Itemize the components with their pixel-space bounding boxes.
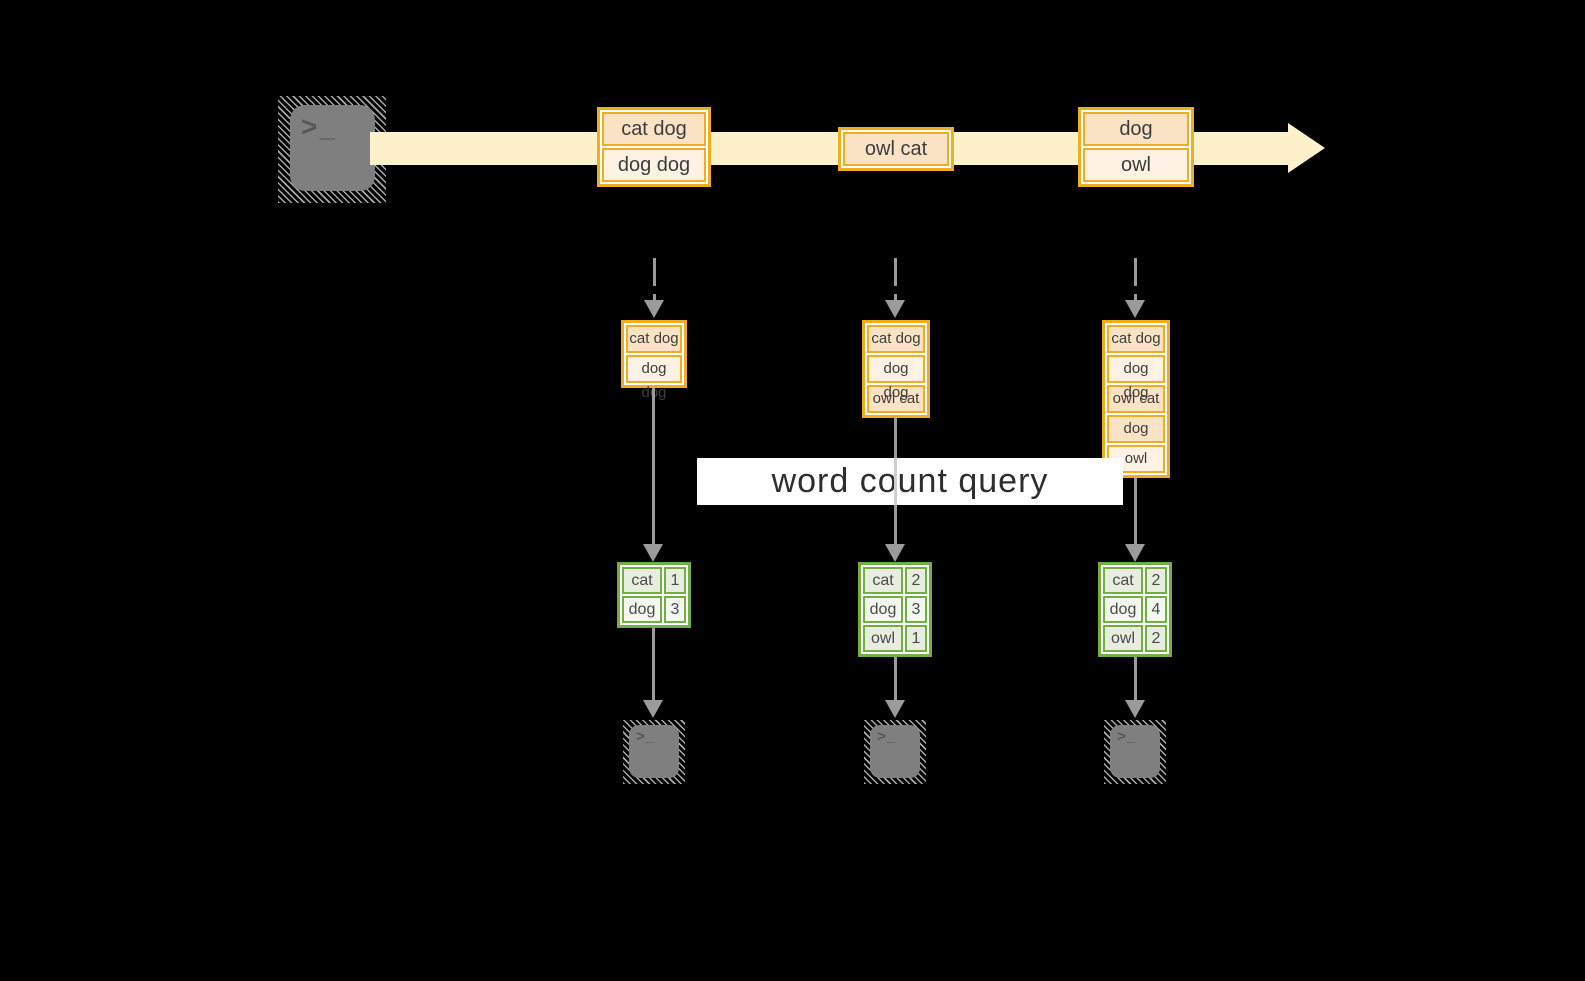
stream-event-word: owl cat [843,132,949,166]
ingest-arrow-dashed [894,258,897,300]
output-arrowhead-icon [643,700,663,718]
count-row: owl 1 [863,625,927,652]
terminal-prompt-icon: >_ [301,111,337,142]
batch-row: cat dog [867,325,925,353]
ingest-arrowhead-icon [1125,300,1145,318]
count-value-cell: 3 [905,596,927,623]
count-value-cell: 3 [664,596,686,623]
count-word-cell: owl [1103,625,1143,652]
count-value-cell: 2 [905,567,927,594]
count-value-cell: 1 [905,625,927,652]
terminal-prompt-icon: >_ [1117,728,1137,745]
stream-event-box-3: dog owl [1078,107,1194,187]
stream-event-box-1: cat dog dog dog [597,107,711,187]
count-word-cell: dog [622,596,662,623]
count-word-cell: owl [863,625,903,652]
query-arrowhead-icon [643,544,663,562]
query-arrow-line-overlay [894,458,897,505]
query-arrow-line [1134,478,1137,544]
stream-event-word: dog dog [602,148,706,182]
stream-event-word: owl [1083,148,1189,182]
output-arrowhead-icon [885,700,905,718]
ingest-arrow-dashed [1134,258,1137,300]
batch-row: owl cat [867,385,925,413]
count-value-cell: 4 [1145,596,1167,623]
count-row: dog 3 [863,596,927,623]
output-arrowhead-icon [1125,700,1145,718]
word-count-table-1: cat 1 dog 3 [617,562,691,628]
stream-timeline-arrowhead-icon [1288,123,1325,173]
batch-box-1: cat dog dog dog [621,320,687,401]
terminal-screen: >_ [870,725,920,778]
output-arrow-line [1134,657,1137,700]
word-count-table-3: cat 2 dog 4 owl 2 [1098,562,1172,657]
count-row: dog 3 [622,596,686,623]
source-terminal-icon: >_ [278,96,386,203]
batch-row: dog dog [867,355,925,401]
batch-row: dog dog [1107,355,1165,401]
stream-event-box-2: owl cat [838,127,954,171]
batch-row: dog dog [626,355,682,401]
ingest-arrowhead-icon [885,300,905,318]
terminal-prompt-icon: >_ [877,728,897,745]
ingest-arrow-dashed [653,258,656,300]
query-arrowhead-icon [1125,544,1145,562]
count-word-cell: cat [1103,567,1143,594]
count-row: owl 2 [1103,625,1167,652]
terminal-screen: >_ [290,105,375,191]
count-row: dog 4 [1103,596,1167,623]
count-row: cat 2 [1103,567,1167,594]
output-arrow-line [894,657,897,700]
count-word-cell: dog [1103,596,1143,623]
count-value-cell: 2 [1145,567,1167,594]
count-word-cell: cat [863,567,903,594]
batch-row: dog [1107,415,1165,443]
stream-event-word: cat dog [602,112,706,146]
query-arrowhead-icon [885,544,905,562]
query-label: word count query [697,458,1123,505]
output-terminal-icon: >_ [1104,720,1166,784]
count-word-cell: dog [863,596,903,623]
output-terminal-icon: >_ [623,720,685,784]
output-terminal-icon: >_ [864,720,926,784]
batch-box-3: cat dog dog dog owl cat dog owl [1102,320,1170,478]
stream-event-word: dog [1083,112,1189,146]
count-value-cell: 2 [1145,625,1167,652]
ingest-arrowhead-icon [644,300,664,318]
count-value-cell: 1 [664,567,686,594]
count-row: cat 1 [622,567,686,594]
word-count-table-2: cat 2 dog 3 owl 1 [858,562,932,657]
count-word-cell: cat [622,567,662,594]
terminal-prompt-icon: >_ [636,728,656,745]
terminal-screen: >_ [629,725,679,778]
batch-row: owl cat [1107,385,1165,413]
terminal-screen: >_ [1110,725,1160,778]
count-row: cat 2 [863,567,927,594]
batch-box-2: cat dog dog dog owl cat [862,320,930,418]
query-arrow-line [652,388,655,544]
batch-row: cat dog [626,325,682,353]
batch-row: cat dog [1107,325,1165,353]
output-arrow-line [652,628,655,700]
